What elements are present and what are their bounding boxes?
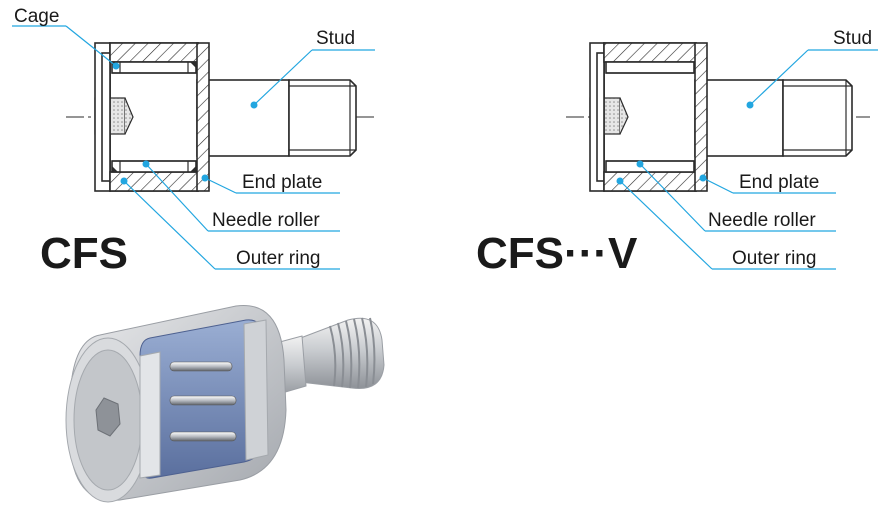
label-needle-roller-right: Needle roller: [708, 210, 816, 231]
cfs-v-drawing: [566, 42, 878, 270]
cage-pointer: [112, 62, 120, 70]
label-cage: Cage: [14, 6, 59, 27]
label-outer-ring-right: Outer ring: [732, 248, 816, 269]
needle-bottom: [111, 160, 197, 173]
cfs-drawing: [12, 25, 378, 270]
end-plate: [196, 42, 210, 192]
label-needle-roller-left: Needle roller: [212, 210, 320, 231]
needle-roller-pointer: [142, 160, 150, 168]
stud-thread: [288, 79, 357, 157]
label-end-plate-left: End plate: [242, 172, 322, 193]
needle-top: [111, 61, 197, 74]
outer-ring-top: [109, 42, 199, 63]
model-title-cfs: CFS: [40, 229, 128, 278]
model-title-cfs-v: CFS···V: [476, 229, 638, 278]
cam-follower-3d-illustration: [65, 304, 385, 503]
label-stud-left: Stud: [316, 28, 355, 49]
needle-rollers: [169, 361, 237, 442]
label-stud-right: Stud: [833, 28, 872, 49]
label-end-plate-right: End plate: [739, 172, 819, 193]
label-outer-ring-left: Outer ring: [236, 248, 320, 269]
stud-shank: [196, 79, 290, 157]
stud-pointer: [250, 101, 258, 109]
end-plate-pointer: [201, 174, 209, 182]
outer-ring-pointer: [120, 177, 128, 185]
